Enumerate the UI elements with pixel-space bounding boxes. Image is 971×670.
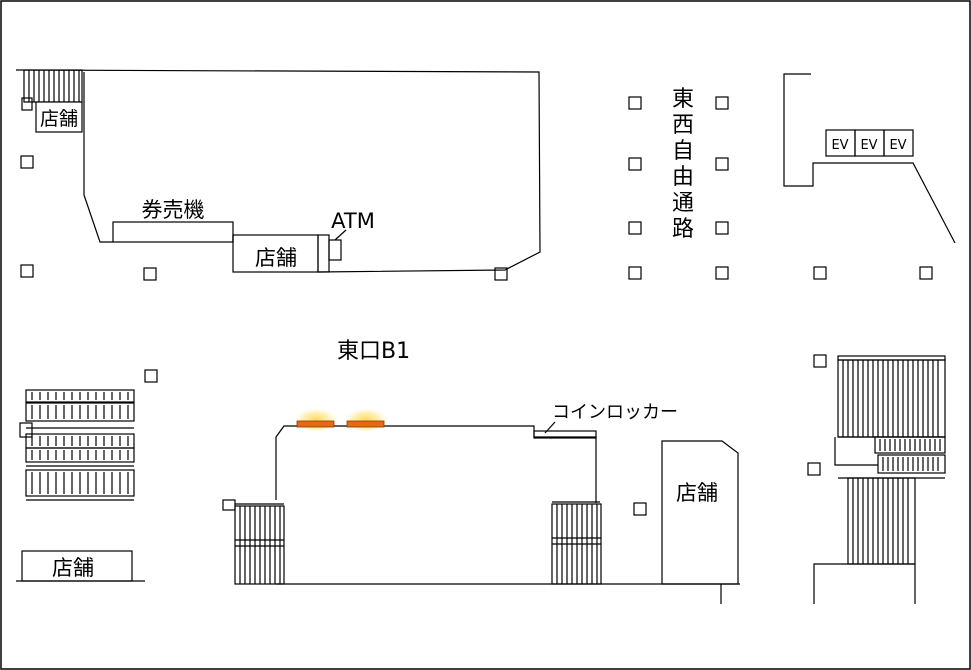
stairs-lower-right [813, 355, 946, 604]
ev-label-3: EV [889, 138, 906, 153]
shop-upper-center-label: 店舗 [255, 246, 297, 270]
passage-label: 東西自由通路 [672, 87, 694, 242]
marker-bar-2 [346, 420, 385, 428]
atm-label: ATM [331, 209, 375, 233]
shop-lower-left-label: 店舗 [52, 556, 94, 580]
passage-label-text: 東西自由通路 [672, 87, 694, 242]
pillars [20, 96, 933, 516]
atm-box [317, 229, 347, 273]
ticket-machines-box [112, 221, 234, 243]
shop-upper-left-box [35, 101, 83, 133]
stairs-top-left [21, 69, 83, 111]
map-title: 東口B1 [337, 339, 410, 364]
stairs-lower-center-left [234, 505, 285, 585]
shop-lower-right [661, 440, 739, 604]
shop-upper-left-label: 店舗 [40, 108, 78, 130]
ticket-machines-label: 券売機 [142, 198, 205, 222]
shop-lower-left [16, 550, 145, 582]
shop-lower-right-label: 店舗 [676, 481, 718, 505]
ev-label-1: EV [831, 138, 848, 153]
stairs-lower-center-right [551, 503, 602, 585]
coin-lockers-label: コインロッカー [552, 402, 678, 423]
escalators-lower-left [19, 389, 135, 501]
ev-label-2: EV [860, 138, 877, 153]
elevator-block [783, 73, 956, 244]
location-markers [294, 405, 388, 431]
marker-bar-1 [296, 420, 335, 428]
